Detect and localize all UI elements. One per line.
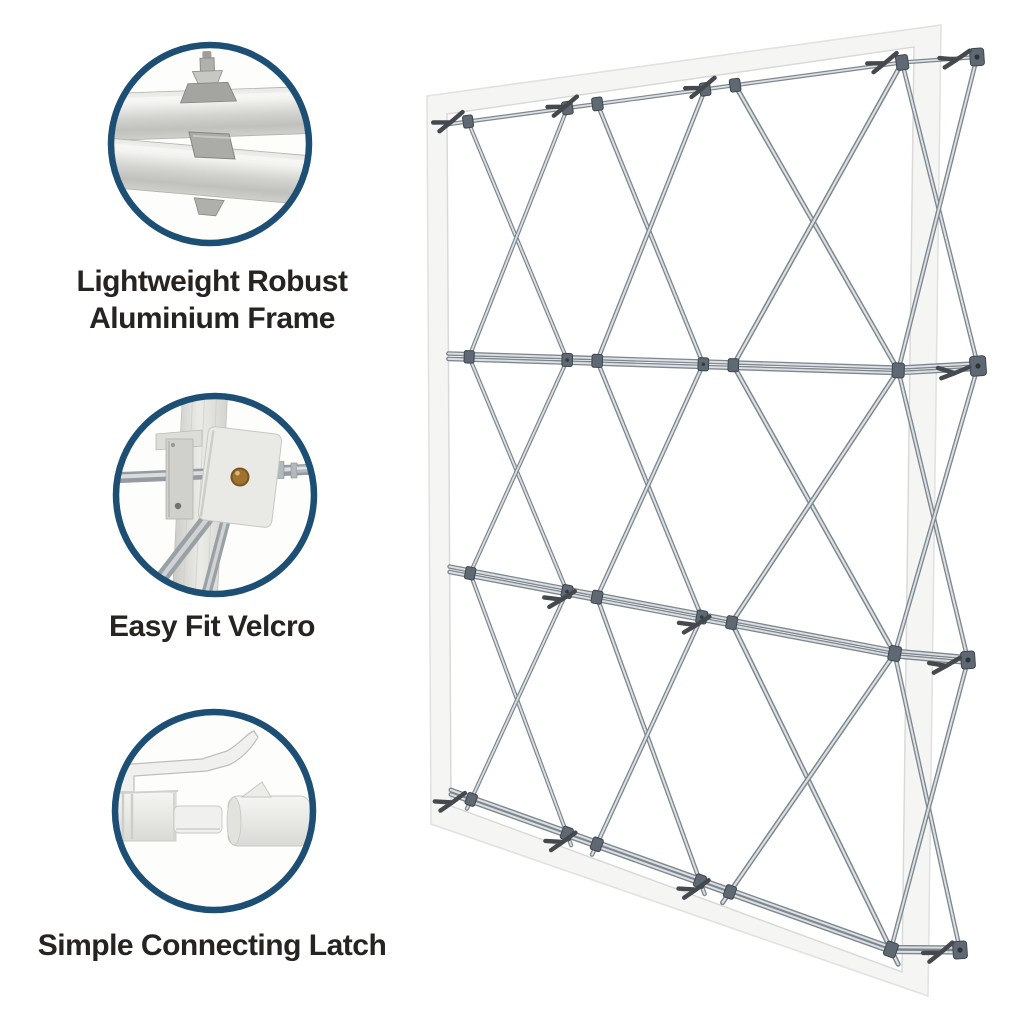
upper-tube (112, 50, 308, 142)
caption-line: Aluminium Frame (89, 302, 335, 335)
connector-pin (173, 805, 223, 834)
left-connector (116, 791, 223, 842)
velcro-fixing-photo (112, 392, 318, 598)
caption-line: Lightweight Robust (76, 265, 348, 298)
tube-clamp-photo (107, 41, 313, 247)
feature-caption-latch: Simple Connecting Latch (0, 927, 424, 964)
channel-bracket (155, 429, 203, 520)
right-connector (226, 781, 311, 847)
brass-rivet (230, 467, 250, 487)
caption-line: Easy Fit Velcro (109, 610, 315, 643)
callout-circle-border (107, 41, 313, 247)
tube-clamp (188, 131, 236, 160)
latch-arm (117, 730, 259, 793)
callout-circle-border (112, 392, 318, 598)
latch-catch (240, 781, 272, 798)
feature-caption-velcro: Easy Fit Velcro (0, 608, 424, 645)
caption-line: Simple Connecting Latch (37, 929, 387, 962)
velcro-flap (197, 426, 283, 528)
feature-caption-aluminium-frame: Lightweight Robust Aluminium Frame (0, 263, 424, 337)
callout-circle-border (111, 708, 317, 914)
connecting-latch-photo (111, 708, 317, 914)
